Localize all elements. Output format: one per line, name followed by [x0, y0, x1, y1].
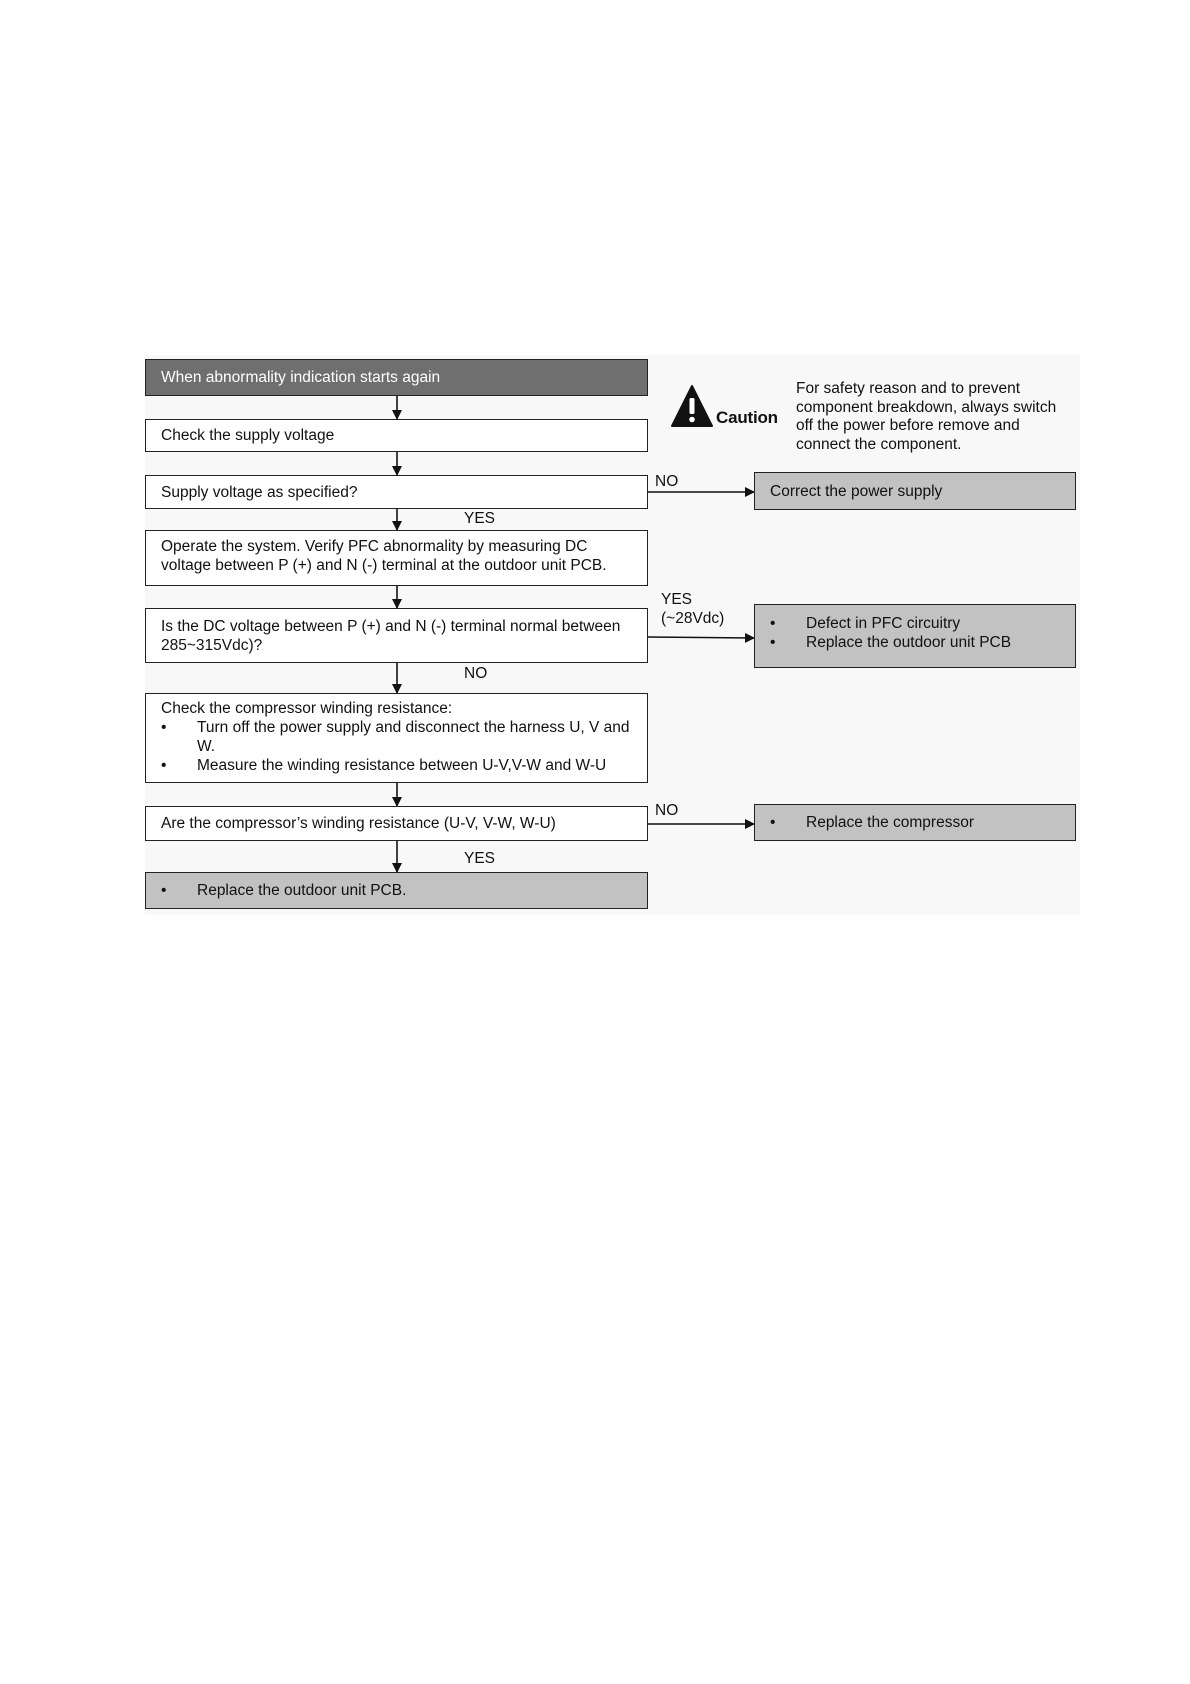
correct-power-text: Correct the power supply [770, 482, 943, 500]
pfc-defect-box: Defect in PFC circuitry Replace the outd… [754, 604, 1076, 668]
supply-question-box: Supply voltage as specified? [145, 475, 648, 509]
winding-question-text: Are the compressor’s winding resistance … [161, 815, 556, 832]
check-supply-text: Check the supply voltage [161, 427, 335, 444]
label-no-dc: NO [464, 665, 488, 682]
pfc-defect-bullet: Replace the outdoor unit PCB [770, 633, 1060, 652]
final-action-list: Replace the outdoor unit PCB. [161, 881, 406, 900]
caution-label: Caution [716, 408, 778, 427]
final-action-bullet: Replace the outdoor unit PCB. [161, 881, 406, 900]
label-no-supply: NO [655, 473, 679, 490]
dc-question-text: Is the DC voltage between P (+) and N (-… [161, 618, 621, 654]
label-yes-dc: YES (~28Vdc) [661, 591, 725, 627]
start-box: When abnormality indication starts again [145, 359, 648, 396]
replace-compressor-list: Replace the compressor [770, 813, 974, 832]
label-yes-supply: YES [464, 510, 496, 527]
connector-yes-dc [647, 632, 755, 643]
operate-step-text: Operate the system. Verify PFC abnormali… [161, 538, 607, 574]
caution-text: For safety reason and to prevent compone… [796, 380, 1057, 453]
winding-check-heading: Check the compressor winding resistance: [161, 700, 453, 717]
check-supply-box: Check the supply voltage [145, 419, 648, 452]
dc-question-box: Is the DC voltage between P (+) and N (-… [145, 608, 648, 663]
start-text: When abnormality indication starts again [161, 369, 441, 386]
final-action-box: Replace the outdoor unit PCB. [145, 872, 648, 909]
winding-check-list: Turn off the power supply and disconnect… [161, 718, 632, 775]
winding-check-bullet: Measure the winding resistance between U… [161, 756, 632, 775]
replace-compressor-bullet: Replace the compressor [770, 813, 974, 832]
label-no-winding: NO [655, 802, 679, 819]
winding-check-bullet: Turn off the power supply and disconnect… [161, 718, 632, 756]
correct-power-box: Correct the power supply [754, 472, 1076, 510]
supply-question-text: Supply voltage as specified? [161, 483, 358, 501]
label-yes-winding: YES [464, 850, 496, 867]
warning-triangle-icon [670, 384, 714, 428]
winding-check-box: Check the compressor winding resistance:… [145, 693, 648, 783]
pfc-defect-list: Defect in PFC circuitry Replace the outd… [770, 614, 1060, 652]
operate-step-box: Operate the system. Verify PFC abnormali… [145, 530, 648, 586]
winding-question-box: Are the compressor’s winding resistance … [145, 806, 648, 841]
pfc-defect-bullet: Defect in PFC circuitry [770, 614, 1060, 633]
replace-compressor-box: Replace the compressor [754, 804, 1076, 841]
